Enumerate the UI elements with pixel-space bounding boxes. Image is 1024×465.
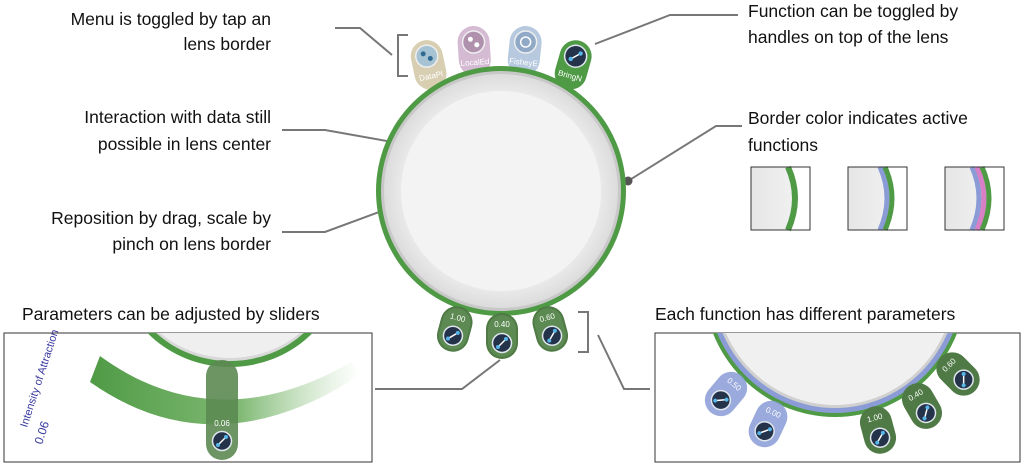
function-connector — [594, 14, 738, 45]
parameter-slider-track[interactable] — [90, 356, 360, 425]
menu-handle-bringneighbors[interactable]: BringN — [551, 36, 596, 93]
swatch-three-functions — [944, 165, 1005, 232]
parameter-icon — [491, 332, 513, 354]
parameter-value: 0.40 — [494, 320, 510, 329]
menu-handle-dataplot[interactable]: DataPl — [408, 37, 450, 93]
detail-handle-value: 1.00 — [866, 411, 884, 424]
detail-handle-1[interactable]: 0.50 — [698, 365, 753, 422]
menu-handle-label: LocalEd — [460, 57, 489, 68]
detail-handle-4[interactable]: 0.40 — [896, 377, 948, 435]
parameter-handle-3[interactable]: 0.60 — [529, 303, 572, 356]
slider-connector — [375, 359, 501, 390]
menu-handle-label: FisheyE — [509, 56, 539, 68]
menu-connector — [335, 27, 393, 56]
annotation-each-function: Each function has different parameters — [655, 304, 956, 324]
fisheye-icon — [513, 30, 538, 54]
local-edge-icon — [461, 30, 486, 54]
border-color-connector — [627, 125, 742, 182]
annotation-interaction-1: Interaction with data still — [84, 107, 271, 127]
parameter-handles: 1.00 0.40 0.60 — [433, 303, 572, 359]
annotation-border-color-1: Border color indicates active — [748, 108, 968, 128]
annotation-function-toggle-1: Function can be toggled by — [748, 1, 958, 21]
menu-handle-localedge[interactable]: LocalEd — [457, 25, 492, 77]
detail-handle-5[interactable]: 0.60 — [930, 346, 987, 403]
params-connector — [597, 334, 650, 390]
slider-handle-icon — [211, 430, 233, 452]
swatch-one-function — [750, 165, 811, 232]
data-plot-icon — [415, 44, 439, 68]
swatch-two-functions — [847, 165, 908, 232]
border-color-swatches — [750, 165, 1005, 232]
annotation-interaction-2: possible in lens center — [98, 134, 271, 154]
annotation-reposition-2: pinch on lens border — [112, 234, 271, 254]
detail-handle-2[interactable]: 0.00 — [743, 395, 792, 452]
menu-bracket — [397, 34, 408, 77]
reposition-connector — [282, 207, 391, 233]
detail-handle-3[interactable]: 1.00 — [856, 403, 899, 458]
annotation-menu-toggle-2: lens border — [183, 34, 271, 54]
parameter-handle-1[interactable]: 1.00 — [433, 303, 476, 356]
slider-parameter-value: 0.06 — [32, 419, 53, 446]
bring-neighbors-icon — [563, 44, 588, 68]
annotations: Menu is toggled by tap an lens border Fu… — [22, 1, 968, 324]
annotation-menu-toggle-1: Menu is toggled by tap an — [71, 9, 271, 29]
annotation-reposition-1: Reposition by drag, scale by — [51, 208, 271, 228]
parameter-value: 0.60 — [539, 311, 557, 324]
annotation-parameters: Parameters can be adjusted by sliders — [22, 304, 320, 324]
function-detail-box: 0.50 0.00 1.00 0.40 0.60 — [654, 332, 1021, 463]
slider-handle[interactable]: 0.06 — [206, 360, 238, 460]
connector-lines — [282, 14, 742, 390]
annotation-function-toggle-2: handles on top of the lens — [748, 27, 949, 47]
params-bracket — [578, 311, 589, 353]
slider-handle-value: 0.06 — [214, 419, 230, 428]
parameter-handle-2[interactable]: 0.40 — [486, 313, 518, 359]
menu-handle-fisheye[interactable]: FisheyE — [506, 24, 543, 77]
slider-detail-box: 0.06 Intensity of Attraction 0.06 — [3, 328, 373, 463]
menu-handles: DataPl LocalEd FisheyE BringN — [408, 24, 596, 93]
annotation-border-color-2: functions — [748, 135, 818, 155]
main-lens[interactable] — [376, 66, 626, 316]
parameter-value: 1.00 — [449, 311, 467, 324]
